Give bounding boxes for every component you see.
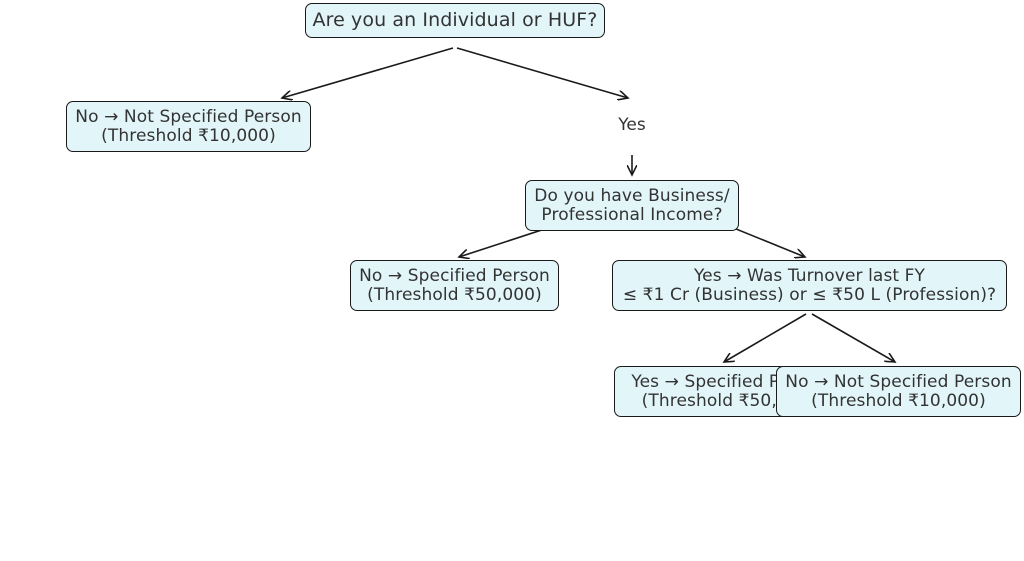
arrow-root-to-no	[282, 47, 454, 98]
node-line-1: Do you have Business/	[534, 185, 730, 206]
arrow-turnover-to-yes	[724, 313, 807, 362]
yes-label: Yes	[602, 116, 662, 135]
arrow-root-to-yes	[456, 47, 628, 98]
node-line-1: No → Not Specified Person	[785, 371, 1012, 392]
specified-person-node: No → Specified Person (Threshold ₹50,000…	[350, 260, 559, 311]
node-line-2: Professional Income?	[541, 204, 723, 225]
node-line-2: (Threshold ₹50,000)	[367, 284, 542, 305]
node-line-1: No → Not Specified Person	[75, 106, 302, 127]
root-question-node: Are you an Individual or HUF?	[305, 3, 605, 38]
node-line-2: (Threshold ₹10,000)	[811, 390, 986, 411]
node-line-1: No → Specified Person	[359, 265, 550, 286]
not-specified-person-node: No → Not Specified Person (Threshold ₹10…	[66, 101, 311, 152]
node-line-1: Yes → Was Turnover last FY	[693, 265, 926, 286]
node-line-2: (Threshold ₹50,000)	[641, 390, 817, 411]
node-line-2: ≤ ₹1 Cr (Business) or ≤ ₹50 L (Professio…	[622, 284, 997, 305]
not-specified-person-high-turnover-node: No → Not Specified Person (Threshold ₹10…	[776, 366, 1021, 417]
business-income-question-node: Do you have Business/ Professional Incom…	[525, 180, 739, 231]
arrow-turnover-to-no	[811, 313, 895, 362]
root-question-text: Are you an Individual or HUF?	[312, 9, 598, 31]
turnover-question-node: Yes → Was Turnover last FY ≤ ₹1 Cr (Busi…	[612, 260, 1007, 311]
yes-label-text: Yes	[618, 115, 646, 135]
node-line-2: (Threshold ₹10,000)	[101, 125, 276, 146]
